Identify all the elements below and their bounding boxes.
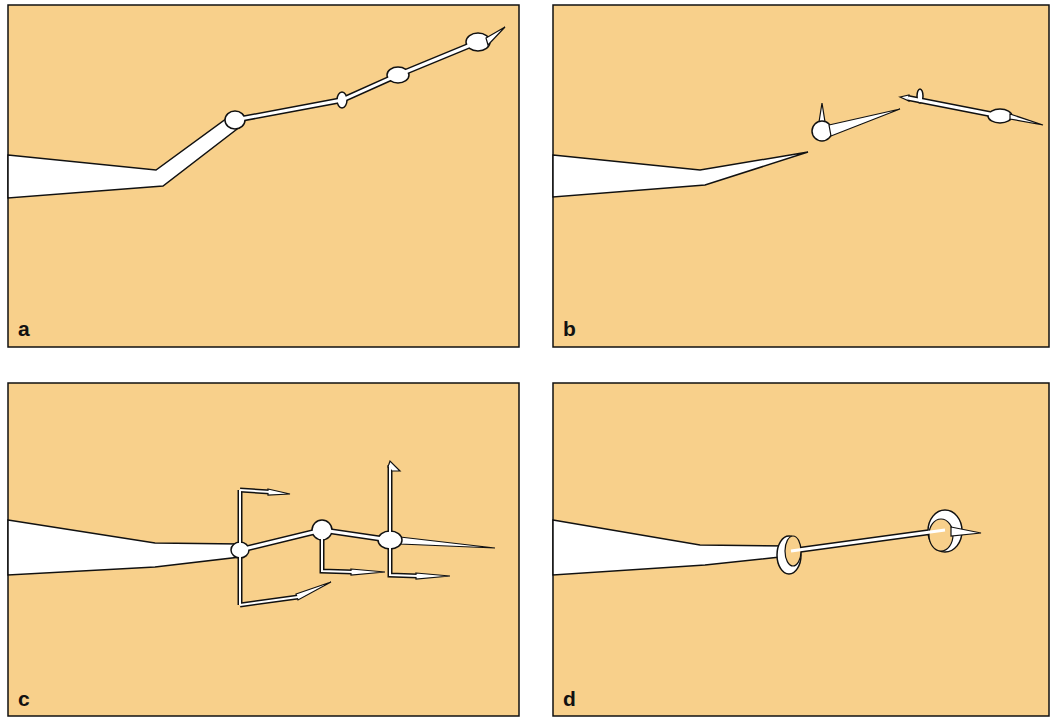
panel-a: [8, 5, 519, 347]
panel-letter: c: [18, 688, 30, 709]
panel-letter: d: [563, 688, 576, 709]
panel-letter: b: [563, 318, 576, 339]
panel-c: [8, 383, 519, 716]
panel-b: [553, 5, 1049, 347]
panel-letter: a: [18, 318, 30, 339]
panel-d: [553, 383, 1049, 716]
